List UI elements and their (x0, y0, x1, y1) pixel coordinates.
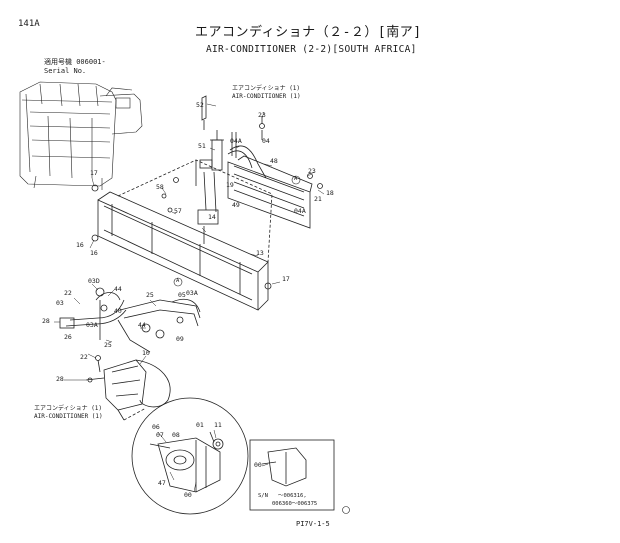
part-label: 19 (226, 181, 234, 189)
part-label: 22 (64, 289, 72, 297)
part-label: 01 (196, 421, 204, 429)
inset-serial-range-1: ～006316, (278, 493, 307, 499)
part-label: 08 (172, 431, 180, 439)
part-label: 00 (254, 461, 262, 469)
title-english: AIR-CONDITIONER (2-2)[SOUTH AFRICA] (206, 44, 417, 55)
title-japanese: エアコンディショナ（２-２）[南ア] (195, 25, 422, 40)
note-bottom-japanese: エアコンディショナ (1) (34, 405, 103, 412)
part-label: 03A (86, 321, 98, 329)
condenser-core (227, 155, 313, 229)
part-label: 58 (156, 183, 164, 191)
part-label: 04A (294, 207, 306, 215)
part-label: 07 (156, 431, 164, 439)
footer-code: PI7V-1-5 (296, 520, 330, 528)
part-label: 48 (270, 157, 278, 165)
part-label: 14 (208, 213, 216, 221)
callout-a-bottom: A (176, 278, 180, 284)
part-label: 13 (256, 249, 264, 257)
part-label: 06 (152, 423, 160, 431)
inset-frame (249, 439, 335, 511)
part-label: 23 (308, 167, 316, 175)
detail-circle (131, 397, 249, 515)
part-label: 51 (198, 142, 206, 150)
note-bottom-english: AIR-CONDITIONER (1) (34, 413, 103, 420)
part-label: 52 (196, 101, 204, 109)
part-label: 17 (282, 275, 290, 283)
part-label: 16 (90, 249, 98, 257)
part-label: 18 (326, 189, 334, 197)
part-label: 00 (184, 491, 192, 499)
page-code: 141A (18, 19, 40, 29)
part-label: 23 (258, 111, 266, 119)
part-label: 03 (56, 299, 64, 307)
serial-label-japanese: 適用号機 006001- (44, 58, 106, 66)
part-label: 25 (104, 341, 112, 349)
part-label: 03D (88, 277, 100, 285)
inset-serial-prefix: S/N (258, 493, 268, 499)
part-label: 17 (90, 169, 98, 177)
note-top-english: AIR-CONDITIONER (1) (232, 93, 301, 100)
compressor-bracket (85, 355, 171, 421)
machine-sketch (19, 81, 143, 190)
part-label: 47 (158, 479, 166, 487)
note-top-japanese: エアコンディショナ (1) (232, 85, 301, 92)
part-label: 10 (142, 349, 150, 357)
part-label: 22 (80, 353, 88, 361)
part-label: 28 (56, 375, 64, 383)
receiver-dryer (197, 95, 224, 244)
part-label: 03A (186, 289, 198, 297)
part-label: 16 (76, 241, 84, 249)
inset-serial-range-2: 006360～006375 (272, 501, 318, 507)
part-label: 21 (314, 195, 322, 203)
part-label: 44 (114, 285, 122, 293)
part-label: 11 (214, 421, 222, 429)
part-label: 04A (230, 137, 242, 145)
condenser-frame (97, 159, 273, 311)
part-label: 49 (232, 201, 240, 209)
part-label: 26 (64, 333, 72, 341)
part-label: 09 (176, 335, 184, 343)
part-label: 57 (174, 207, 182, 215)
part-label: 25 (146, 291, 154, 299)
callout-a-top: A (294, 176, 298, 182)
part-label: 04 (262, 137, 270, 145)
part-label: 40 (114, 307, 122, 315)
part-label: 44 (138, 321, 146, 329)
part-label: 28 (42, 317, 50, 325)
part-label: 05 (178, 291, 186, 299)
serial-label-english: Serial No. (44, 67, 87, 75)
compressor-hoses (59, 287, 201, 353)
upper-hoses (227, 132, 267, 179)
